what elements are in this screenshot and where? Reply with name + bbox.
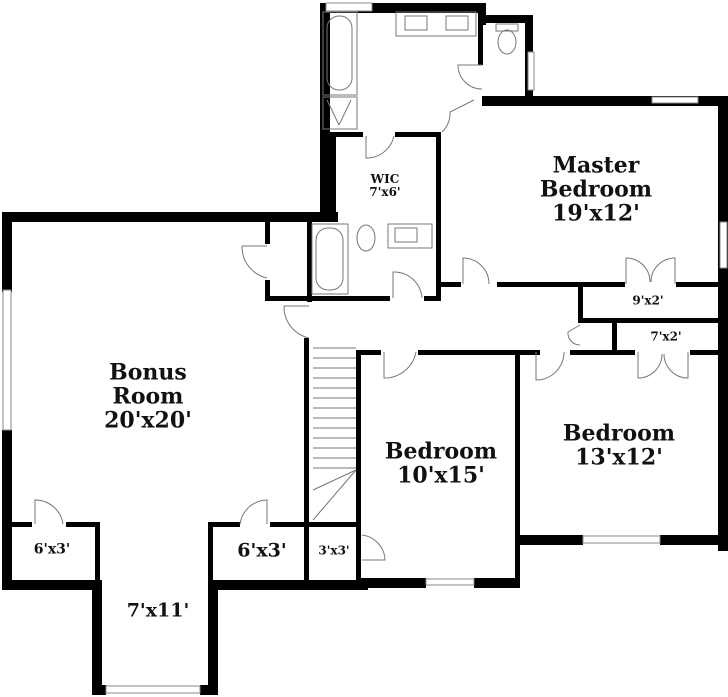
room-label-closet-bonus-right: 6'x3' bbox=[237, 541, 286, 562]
room-label-closet-bonus-left: 6'x3' bbox=[34, 542, 70, 557]
room-size: 7'x6' bbox=[369, 185, 401, 199]
room-size: 9'x2' bbox=[632, 293, 664, 308]
room-label-master-bedroom: Master Bedroom 19'x12' bbox=[540, 154, 652, 225]
staircase bbox=[312, 347, 357, 521]
room-label-closet-7x2: 7'x2' bbox=[650, 329, 682, 344]
room-size: 13'x12' bbox=[575, 444, 663, 470]
room-name: WIC bbox=[370, 172, 400, 187]
room-name: Bonus bbox=[109, 359, 187, 386]
room-size: 19'x12' bbox=[552, 199, 640, 226]
doors bbox=[34, 64, 689, 561]
walls bbox=[2, 3, 728, 695]
room-size: 10'x15' bbox=[397, 462, 485, 488]
room-size: 6'x3' bbox=[237, 539, 287, 562]
room-name: Bedroom bbox=[562, 420, 676, 447]
room-size: 6'x3' bbox=[33, 541, 71, 558]
room-name: Bedroom bbox=[384, 438, 498, 465]
room-label-bonus-room: Bonus Room 20'x20' bbox=[104, 361, 192, 432]
room-label-wic: WIC 7'x6' bbox=[369, 173, 400, 199]
room-size: 7'x11' bbox=[126, 599, 190, 622]
room-label-closet-9x2: 9'x2' bbox=[632, 293, 664, 308]
room-size: 3'x3' bbox=[318, 543, 350, 558]
room-name: Bedroom bbox=[539, 176, 653, 203]
room-label-bedroom-10x15: Bedroom 10'x15' bbox=[384, 438, 498, 488]
fixtures bbox=[311, 11, 519, 521]
room-label-bonus-alcove: 7'x11' bbox=[127, 601, 190, 622]
room-label-closet-3x3: 3'x3' bbox=[318, 543, 350, 558]
room-name: Master bbox=[552, 152, 640, 179]
room-size: 7'x2' bbox=[650, 329, 682, 344]
room-label-bedroom-13x12: Bedroom 13'x12' bbox=[562, 420, 676, 470]
room-size: 20'x20' bbox=[104, 406, 192, 433]
room-name: Room bbox=[112, 383, 184, 410]
